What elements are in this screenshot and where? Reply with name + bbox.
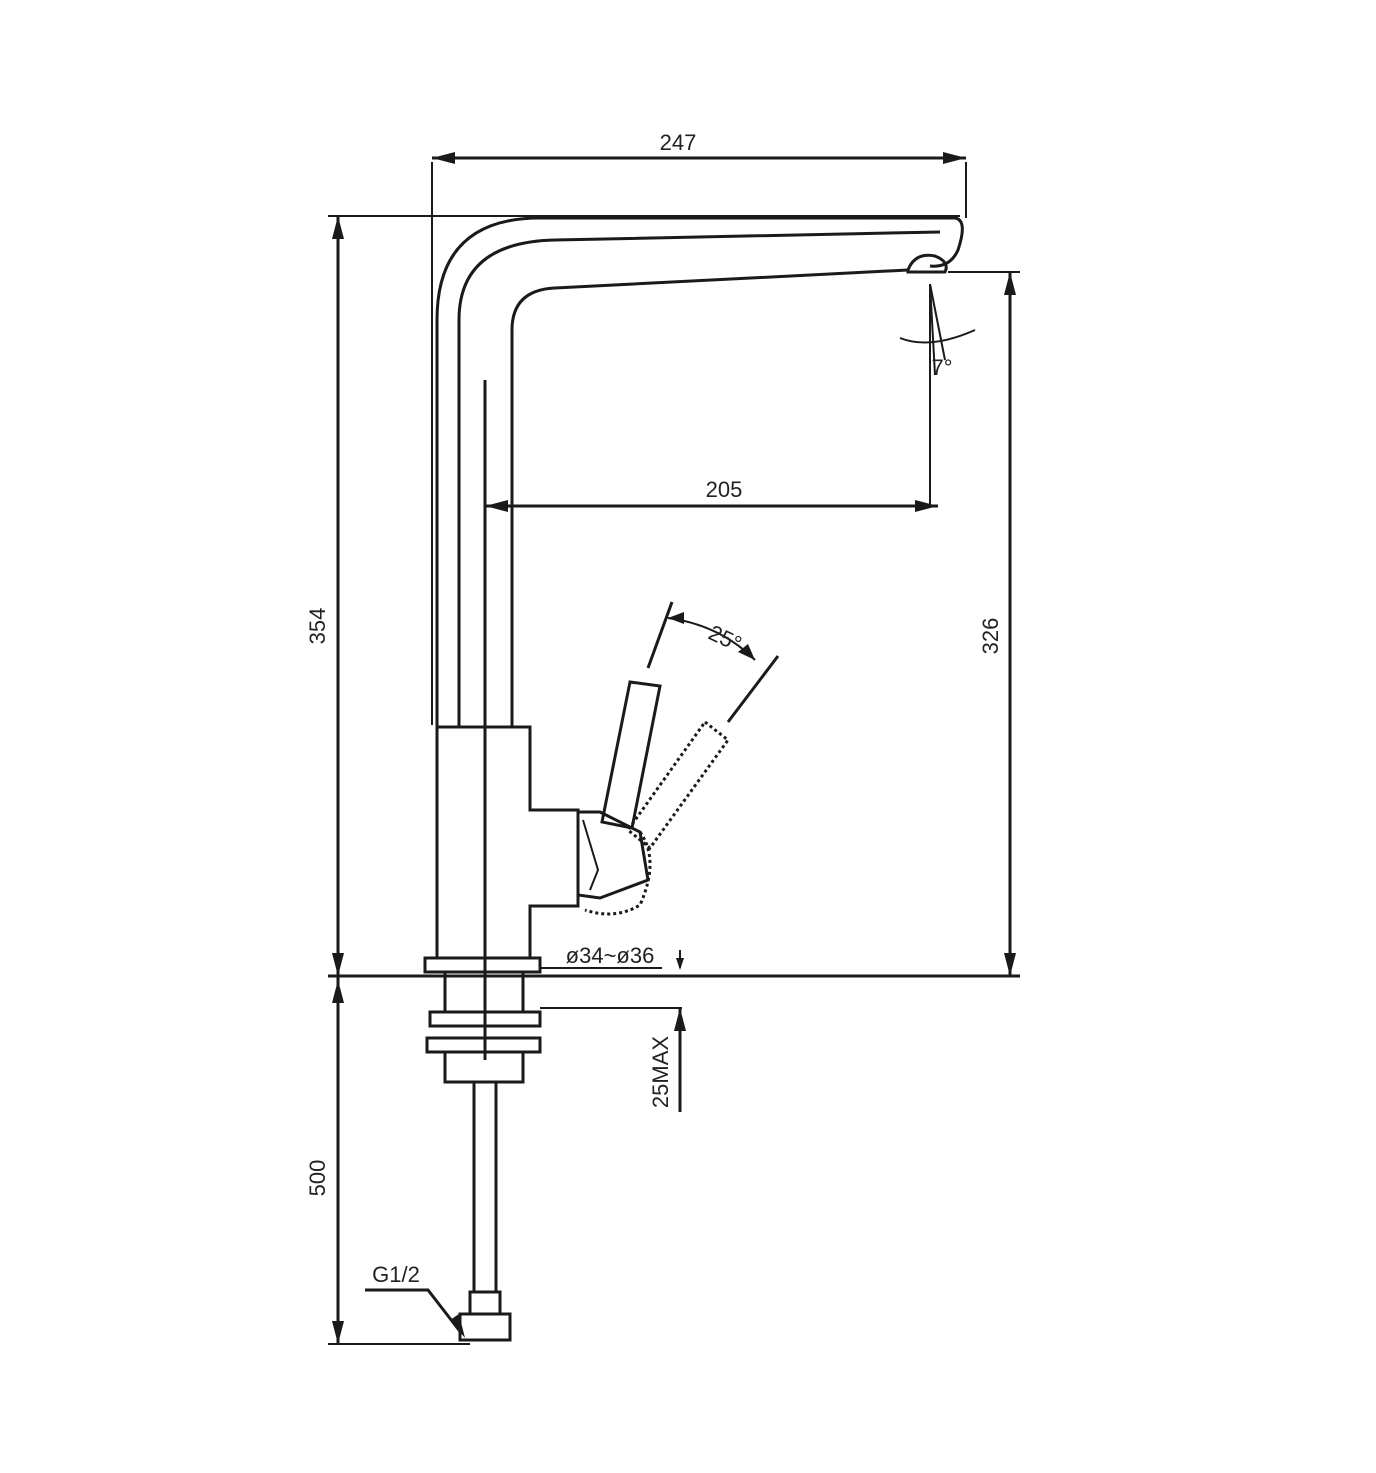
cartridge-detail (582, 819, 600, 891)
hose-ferrule (468, 1290, 502, 1316)
dimension-spout-tilt: 7° (899, 283, 976, 380)
dimension-hole-diameter: ø34~ø36 (540, 943, 684, 970)
dimension-spout-height: 326 (948, 271, 1020, 976)
mixer-body (435, 725, 580, 960)
thread-label: G1/2 (372, 1262, 420, 1287)
dim-205-label: 205 (706, 477, 743, 502)
dimension-lever-angle: 25° (646, 601, 780, 723)
cartridge-open-outline (584, 831, 652, 916)
dimension-overall-reach: 247 (431, 130, 967, 725)
base-washer (428, 1010, 542, 1028)
aerator-tip (906, 253, 948, 274)
dimension-deck-thickness: 25MAX (540, 1007, 686, 1112)
dim-326-label: 326 (978, 618, 1003, 655)
dimension-overall-height: 354 (305, 215, 960, 976)
connection-thread-callout: G1/2 (365, 1262, 465, 1338)
column-right-edge (510, 268, 909, 727)
hose-connector-nut (458, 1312, 512, 1342)
lever-open (625, 719, 731, 851)
lever-closed (600, 680, 662, 830)
dim-354-label: 354 (305, 608, 330, 645)
supply-hose (472, 1080, 498, 1294)
faucet-body (423, 216, 964, 1342)
dim-247-label: 247 (660, 130, 697, 155)
dim-diameter-label: ø34~ø36 (566, 943, 655, 968)
spout-inner-edge (457, 230, 941, 727)
spout-outer-edge (435, 216, 964, 727)
dimension-hose-length: 500 (305, 976, 470, 1345)
dim-7-label: 7° (931, 355, 952, 380)
dim-500-label: 500 (305, 1160, 330, 1197)
base-ring-top (423, 956, 542, 974)
dim-25max-label: 25MAX (648, 1036, 673, 1108)
dimension-spout-reach: 205 (485, 286, 938, 512)
